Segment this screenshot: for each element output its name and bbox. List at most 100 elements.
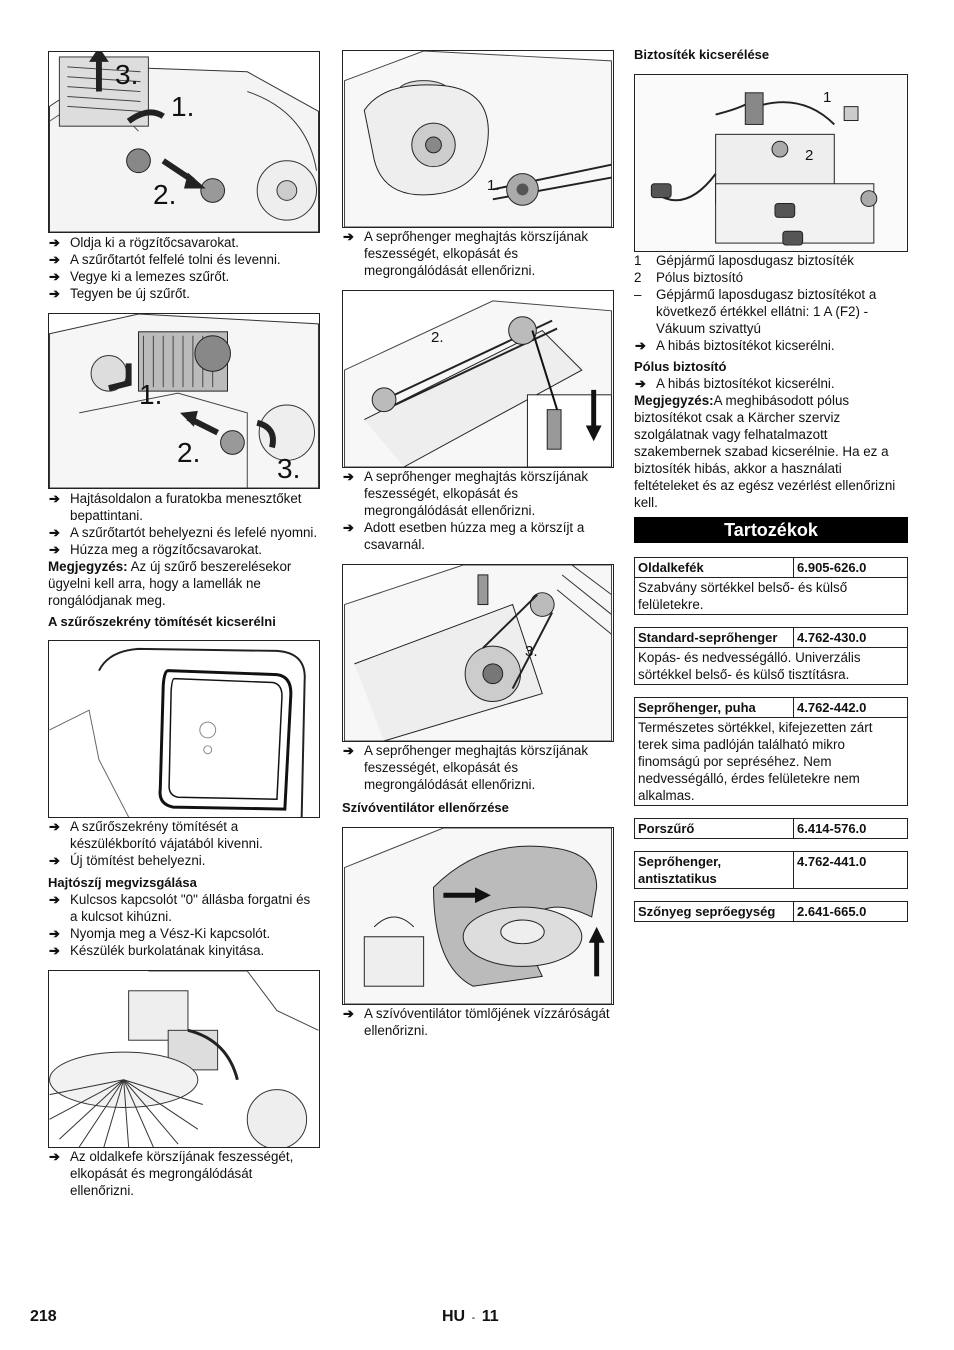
step-list-d: ➔Kulcsos kapcsolót "0" állásba forgatni … — [48, 891, 320, 959]
step-item: ➔A hibás biztosítékot kicserélni. — [635, 338, 835, 353]
column-1: 3. 1. 2. ➔Oldja ki a rögzítőcsavarokat. … — [48, 46, 320, 1199]
step-item: ➔Húzza meg a rögzítőcsavarokat. — [49, 542, 263, 557]
figure-label-2: 2 — [805, 147, 814, 164]
arrow-right-icon: ➔ — [49, 943, 60, 958]
arrow-right-icon: ➔ — [343, 743, 354, 758]
arrow-right-icon: ➔ — [343, 469, 354, 484]
accessory-description: Kopás- és nedvességálló. Univerzális sör… — [634, 647, 908, 685]
step-item: ➔Oldja ki a rögzítőcsavarokat. — [49, 235, 239, 250]
step-list-c: ➔A szűrőszekrény tömítését a készülékbor… — [48, 818, 320, 869]
arrow-right-icon: ➔ — [49, 235, 60, 250]
figure-label-belt-3: 3. — [525, 643, 538, 660]
accessory-description: Szabvány sörtékkel belső- és külső felül… — [634, 577, 908, 615]
figure-label-belt-2: 2. — [431, 329, 444, 346]
figure-filter-removal: 3. 1. 2. — [48, 51, 320, 233]
step-item: ➔A szűrőtartót behelyezni és lefelé nyom… — [49, 525, 318, 540]
step-item: ➔Vegye ki a lemezes szűrőt. — [49, 269, 230, 284]
arrow-right-icon: ➔ — [49, 286, 60, 301]
step-list-e: ➔Az oldalkefe körszíjának feszességét, e… — [48, 1148, 320, 1199]
figure-seal — [48, 640, 320, 818]
arrow-right-icon: ➔ — [635, 338, 646, 353]
accessory-name: Oldalkefék — [634, 557, 794, 578]
step-list-fan: ➔A szívóventilátor tömlőjének vízzáróság… — [342, 1005, 614, 1039]
arrow-right-icon: ➔ — [49, 926, 60, 941]
seal-illustration — [49, 647, 306, 817]
arrow-right-icon: ➔ — [49, 252, 60, 267]
step-list-a: ➔Oldja ki a rögzítőcsavarokat. ➔A szűrőt… — [48, 234, 320, 302]
figure-label-step-1: 1. — [171, 91, 195, 122]
roller-belt-1-illustration — [344, 51, 612, 227]
figure-label-step-2: 2. — [177, 437, 201, 468]
filter-removal-illustration — [49, 52, 319, 232]
step-list-roller-b: ➔A seprőhenger meghajtás körszíjának fes… — [342, 468, 614, 553]
side-brush-illustration — [49, 971, 319, 1147]
section-heading-fan: Szívóventilátor ellenőrzése — [342, 800, 509, 815]
arrow-right-icon: ➔ — [49, 269, 60, 284]
step-list-roller-c: ➔A seprőhenger meghajtás körszíjának fes… — [342, 742, 614, 793]
arrow-right-icon: ➔ — [49, 892, 60, 907]
column-2: 1. ➔A seprőhenger meghajtás körszíjának … — [342, 46, 614, 1039]
step-item: ➔A szűrőtartót felfelé tolni és levenni. — [49, 252, 281, 267]
figure-filter-install: 1. 2. 3. — [48, 313, 320, 489]
figure-roller-belt-1: 1. — [342, 50, 614, 228]
roller-belt-3-illustration — [344, 565, 612, 741]
accessory-part-number: 2.641-665.0 — [793, 901, 908, 922]
step-item: ➔A seprőhenger meghajtás körszíjának fes… — [343, 743, 589, 792]
suction-fan-illustration — [344, 828, 612, 1004]
section-heading-belt: Hajtószíj megvizsgálása — [48, 875, 197, 890]
table-row: Természetes sörtékkel, kifejezetten zárt… — [634, 717, 908, 806]
footer-dash: - — [471, 1312, 476, 1324]
figure-label-step-2: 2. — [153, 179, 177, 210]
step-item: ➔Kulcsos kapcsolót "0" állásba forgatni … — [49, 892, 311, 924]
figure-roller-belt-2: 2. — [342, 290, 614, 468]
figure-label-step-1: 1. — [139, 379, 163, 410]
note-paragraph: Megjegyzés: Az új szűrő beszerelésekor ü… — [48, 559, 292, 608]
accessory-part-number: 4.762-441.0 — [793, 851, 908, 889]
accessory-part-number: 4.762-430.0 — [793, 627, 908, 648]
table-row: Kopás- és nedvességálló. Univerzális sör… — [634, 647, 908, 685]
arrow-right-icon: ➔ — [343, 229, 354, 244]
section-heading-seal: A szűrőszekrény tömítését kicserélni — [48, 614, 276, 629]
arrow-right-icon: ➔ — [343, 1006, 354, 1021]
section-heading-pole-fuse: Pólus biztosító — [634, 359, 727, 374]
figure-side-brush — [48, 970, 320, 1148]
step-list-roller-a: ➔A seprőhenger meghajtás körszíjának fes… — [342, 228, 614, 279]
accessories-banner: Tartozékok — [634, 517, 908, 543]
arrow-right-icon: ➔ — [635, 376, 646, 391]
step-item: ➔Adott esetben húzza meg a körszíjt a cs… — [343, 520, 585, 552]
arrow-right-icon: ➔ — [49, 1149, 60, 1164]
step-item: ➔A szívóventilátor tömlőjének vízzáróság… — [343, 1006, 610, 1038]
fuse-illustration — [636, 75, 906, 251]
accessory-name: Porszűrő — [634, 818, 794, 839]
section-heading-fuse: Biztosíték kicserélése — [634, 47, 770, 62]
step-item: ➔Új tömítést behelyezni. — [49, 853, 206, 868]
accessory-name: Szőnyeg seprőegység — [634, 901, 794, 922]
legend-item: –Gépjármű laposdugasz biztosítékot a köv… — [634, 287, 877, 336]
figure-fuse: 1 2 — [634, 74, 908, 252]
step-item: ➔A szűrőszekrény tömítését a készülékbor… — [49, 819, 263, 851]
accessory-description: Természetes sörtékkel, kifejezetten zárt… — [634, 717, 908, 806]
step-item: ➔Az oldalkefe körszíjának feszességét, e… — [49, 1149, 294, 1198]
arrow-right-icon: ➔ — [49, 491, 60, 506]
footer-section: HU - 11 — [442, 1308, 499, 1327]
table-row: Szabvány sörtékkel belső- és külső felül… — [634, 577, 908, 615]
accessory-part-number: 6.905-626.0 — [793, 557, 908, 578]
step-item: ➔Tegyen be új szűrőt. — [49, 286, 190, 301]
figure-roller-belt-3: 3. — [342, 564, 614, 742]
figure-label-step-3: 3. — [115, 59, 139, 90]
accessory-part-number: 4.762-442.0 — [793, 697, 908, 718]
